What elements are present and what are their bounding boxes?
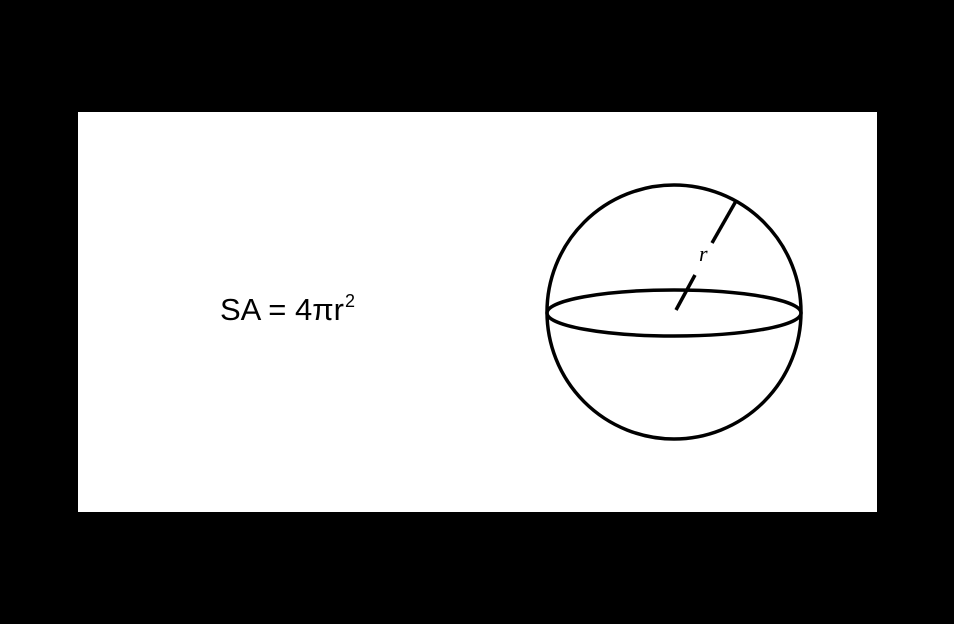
radius-line-outer xyxy=(710,200,738,244)
sphere-diagram: r xyxy=(545,183,803,441)
radius-line-inner xyxy=(674,274,697,311)
sphere-equator xyxy=(545,288,803,338)
diagram-panel: SA = 4πr2 r xyxy=(78,112,877,512)
surface-area-formula: SA = 4πr2 xyxy=(220,291,355,327)
formula-main: SA = 4πr xyxy=(220,292,344,327)
radius-label: r xyxy=(699,241,708,266)
sphere-outline xyxy=(545,183,803,441)
formula-exponent: 2 xyxy=(344,291,355,311)
